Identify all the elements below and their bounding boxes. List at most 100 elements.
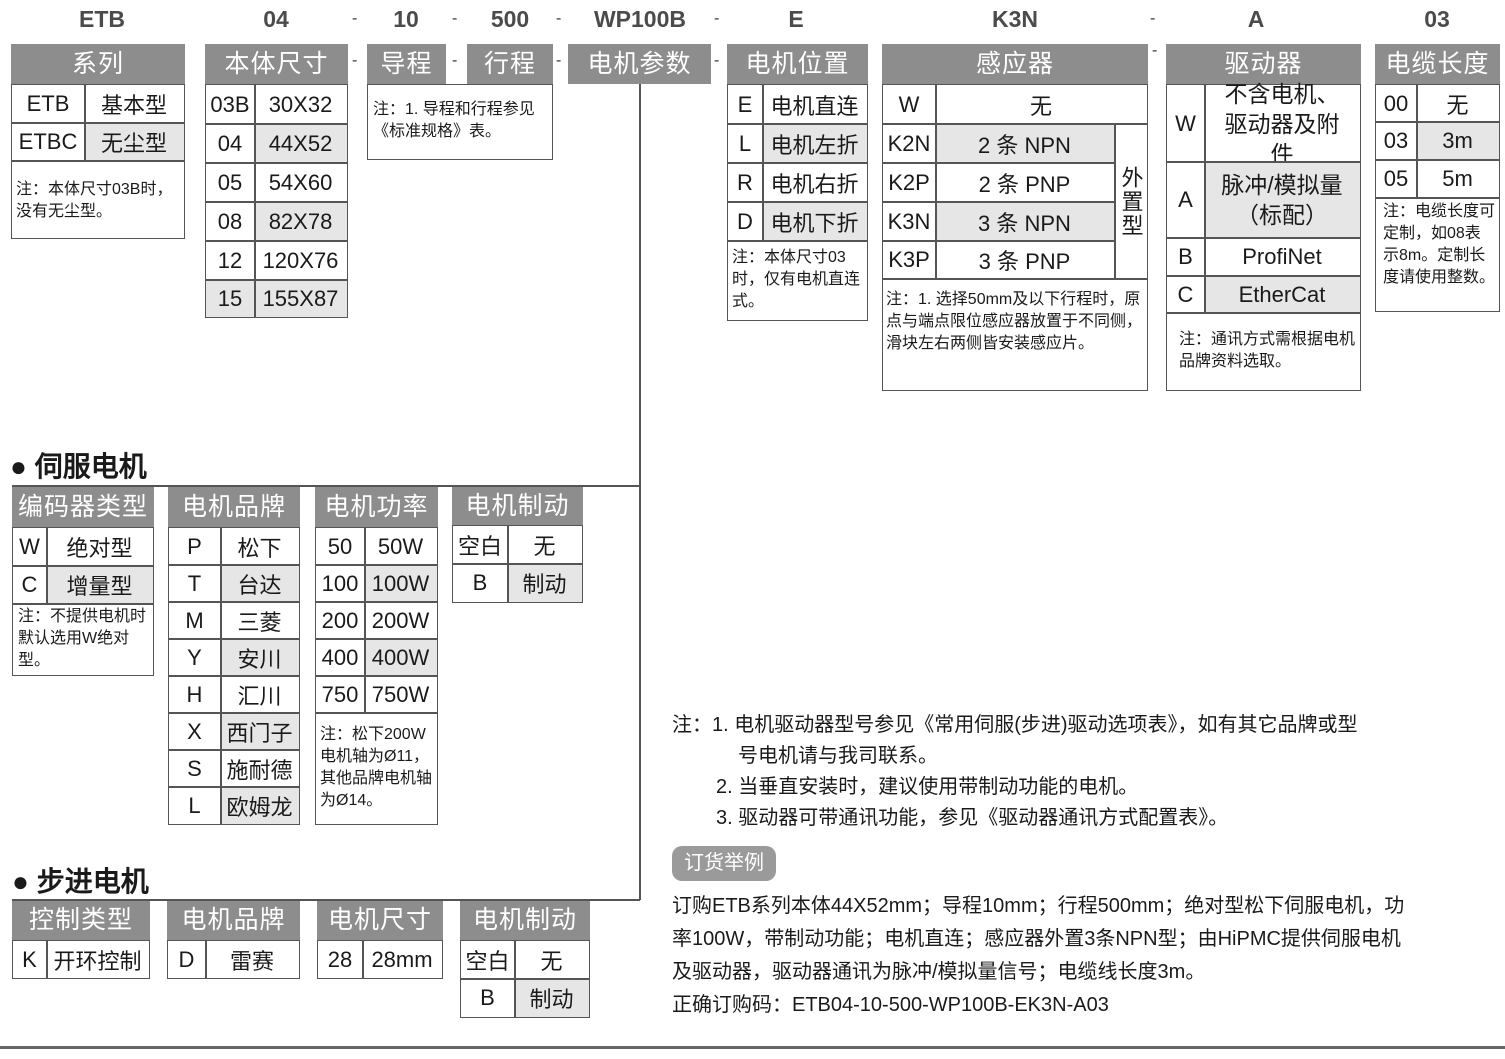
code-driver: A bbox=[1247, 6, 1265, 32]
pos-code: D bbox=[737, 208, 753, 234]
brand-name: 松下 bbox=[237, 535, 282, 561]
pos-name: 电机右折 bbox=[770, 171, 859, 197]
brake-name: 无 bbox=[533, 534, 556, 559]
size-dim: 30X32 bbox=[268, 91, 333, 117]
dash: - bbox=[556, 10, 562, 27]
stepper-brake-code: B bbox=[480, 985, 495, 1010]
dash: - bbox=[714, 52, 720, 69]
sensor-code: K2N bbox=[887, 130, 931, 156]
bottom-rule bbox=[0, 1046, 1505, 1049]
stroke-note: 注：1. 导程和行程参见《标准规格》表。 bbox=[373, 101, 535, 140]
sensor-code: K3N bbox=[887, 208, 931, 234]
stepper-brake-table: 空白 无 B 制动 bbox=[460, 940, 590, 1018]
stroke-note-box: 注：1. 导程和行程参见《标准规格》表。 bbox=[367, 84, 553, 160]
stepper-brake-header: 电机制动 bbox=[460, 901, 590, 940]
stepper-brand-name: 雷赛 bbox=[229, 948, 274, 974]
series-name: 基本型 bbox=[100, 93, 167, 118]
order-code: 正确订购码：ETB04-10-500-WP100B-EK3N-A03 bbox=[672, 994, 1109, 1016]
stepper-brand-table: D 雷赛 bbox=[167, 940, 300, 979]
servo-brake-table: 空白 无 B 制动 bbox=[452, 525, 583, 603]
dash: - bbox=[714, 10, 720, 27]
encoder-code: C bbox=[21, 572, 38, 597]
size-dim: 54X60 bbox=[268, 169, 333, 195]
driver-note: 注：通讯方式需根据电机品牌资料选取。 bbox=[1179, 331, 1356, 370]
cable-note: 注：电缆长度可定制，如08表示8m。定制长度请使用整数。 bbox=[1383, 203, 1496, 286]
sensor-name: 2 条 PNP bbox=[978, 171, 1071, 197]
driver-code: B bbox=[1178, 244, 1193, 269]
dash: - bbox=[452, 10, 458, 27]
brake-code: 空白 bbox=[457, 534, 502, 559]
code-pos: E bbox=[788, 6, 804, 32]
sensor-name: 2 条 NPN bbox=[935, 124, 1114, 163]
dash: - bbox=[556, 52, 562, 69]
sensor-name: 3 条 NPN bbox=[935, 202, 1114, 241]
code-stroke: 500 bbox=[490, 6, 530, 32]
motor-pos-note: 注：本体尺寸03时，仅有电机直连式。 bbox=[732, 249, 861, 310]
power-code: 100 bbox=[321, 570, 359, 596]
cable-table: 00 无 03 3m 05 5m 注：电缆长度可定制，如08表示8m。定制长度请… bbox=[1375, 84, 1500, 312]
code-sensor: K3N bbox=[991, 6, 1038, 32]
body-size-table: 03B 30X32 04 44X52 05 54X60 08 82X78 12 … bbox=[205, 84, 348, 318]
driver-header: 驱动器 bbox=[1166, 44, 1361, 84]
driver-name: EtherCat bbox=[1204, 276, 1360, 313]
brand-code: S bbox=[187, 755, 202, 781]
power-code: 750 bbox=[321, 681, 359, 707]
driver-name: 不含电机、驱动器及附件 bbox=[1224, 80, 1340, 167]
notes-line-3: 2. 当垂直安装时，建议使用带制动功能的电机。 bbox=[716, 776, 1139, 798]
servo-brand-table: P 松下 T 台达 M 三菱 Y 安川 H 汇川 X 西门子 S 施耐德 L 欧… bbox=[168, 527, 300, 825]
stepper-brake-name: 制动 bbox=[514, 979, 589, 1017]
power-value: 50W bbox=[377, 533, 424, 559]
pos-name: 电机下折 bbox=[762, 202, 867, 241]
sensor-code: W bbox=[898, 91, 920, 117]
lead-header: 导程 bbox=[367, 44, 446, 84]
stepper-brand-header: 电机品牌 bbox=[167, 901, 300, 940]
code-lead: 10 bbox=[393, 6, 419, 32]
control-name: 开环控制 bbox=[53, 948, 142, 974]
series-name: 无尘型 bbox=[84, 123, 184, 161]
power-value: 750W bbox=[371, 681, 430, 707]
servo-brake-header: 电机制动 bbox=[452, 487, 583, 525]
driver-name: ProfiNet bbox=[1242, 244, 1322, 269]
driver-table: W 不含电机、驱动器及附件 A 脉冲/模拟量（标配） B ProfiNet C … bbox=[1166, 80, 1361, 391]
power-value: 200W bbox=[371, 607, 430, 633]
cable-code: 00 bbox=[1383, 90, 1409, 116]
order-example-badge: 订货举例 bbox=[672, 846, 776, 881]
size-dim: 82X78 bbox=[254, 202, 347, 241]
size-dim: 155X87 bbox=[254, 280, 347, 317]
power-value: 100W bbox=[364, 565, 437, 602]
general-notes: 注：1. 电机驱动器型号参见《常用伺服(步进)驱动选项表》，如有其它品牌或型 号… bbox=[672, 710, 1472, 834]
brand-code: M bbox=[185, 607, 204, 633]
size-code: 08 bbox=[217, 208, 243, 234]
cable-len: 3m bbox=[1416, 122, 1499, 160]
size-code: 12 bbox=[217, 247, 243, 273]
stepper-size-header: 电机尺寸 bbox=[317, 901, 443, 940]
dash: - bbox=[352, 10, 358, 27]
stepper-size-value: 28mm bbox=[371, 946, 433, 972]
stepper-heading-text: 步进电机 bbox=[36, 866, 149, 897]
power-table: 50 50W 100 100W 200 200W 400 400W 750 75… bbox=[315, 527, 438, 825]
notes-prefix: 注： bbox=[672, 714, 712, 736]
stroke-header: 行程 bbox=[467, 44, 553, 84]
body-size-header: 本体尺寸 bbox=[205, 44, 348, 84]
servo-connector bbox=[12, 485, 640, 487]
cable-code: 03 bbox=[1383, 128, 1409, 153]
control-header: 控制类型 bbox=[12, 901, 150, 940]
brand-name: 台达 bbox=[220, 565, 299, 602]
size-code: 04 bbox=[217, 130, 243, 156]
dash: - bbox=[1152, 42, 1158, 59]
brake-code: B bbox=[472, 570, 488, 595]
size-code: 15 bbox=[206, 280, 254, 317]
sensor-table: W 无 K2N 2 条 NPN K2P 2 条 PNP K3N 3 条 NPN … bbox=[882, 84, 1148, 391]
cable-len: 5m bbox=[1442, 166, 1473, 191]
brand-name: 施耐德 bbox=[226, 757, 293, 783]
sensor-external-label: 外置型 bbox=[1118, 165, 1144, 238]
code-size: 04 bbox=[263, 6, 289, 32]
sensor-code: K3P bbox=[888, 247, 930, 272]
encoder-note: 注：不提供电机时默认选用W绝对型。 bbox=[18, 608, 147, 669]
size-dim: 44X52 bbox=[254, 124, 347, 163]
encoder-header: 编码器类型 bbox=[12, 487, 154, 527]
stepper-brake-name: 无 bbox=[540, 949, 563, 974]
control-table: K 开环控制 bbox=[12, 940, 150, 979]
bullet-icon: ● bbox=[10, 451, 35, 482]
motor-pos-table: E 电机直连 L 电机左折 R 电机右折 D 电机下折 注：本体尺寸03时，仅有… bbox=[727, 84, 868, 321]
